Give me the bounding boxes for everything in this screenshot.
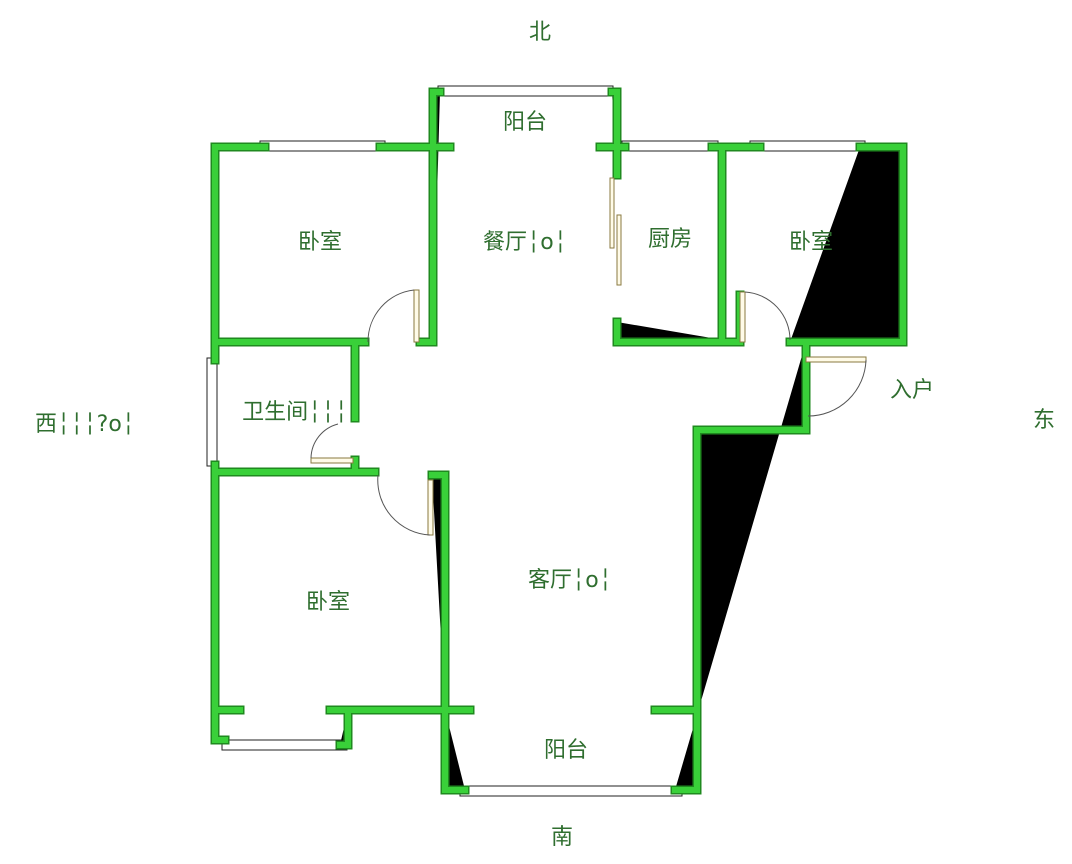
room-entrance: 入户 <box>889 378 935 403</box>
compass-south: 南 <box>550 825 574 850</box>
compass-east: 东 <box>1032 408 1056 433</box>
room-bedroom-nw: 卧室 <box>297 230 343 255</box>
room-dining: 餐厅╎o╎ <box>483 230 567 255</box>
room-bedroom-ne: 卧室 <box>788 230 834 255</box>
doors <box>310 177 867 536</box>
compass-west: 西╎╎╎?o╎ <box>34 412 136 437</box>
room-bathroom: 卫生间╎╎╎ <box>242 400 348 425</box>
room-balcony-south: 阳台 <box>543 738 589 763</box>
walls <box>215 92 903 790</box>
room-kitchen: 厨房 <box>647 227 693 252</box>
room-living: 客厅╎o╎ <box>528 568 612 593</box>
room-bedroom-sw: 卧室 <box>305 590 351 615</box>
room-balcony-north: 阳台 <box>502 110 548 135</box>
compass-north: 北 <box>528 20 552 45</box>
